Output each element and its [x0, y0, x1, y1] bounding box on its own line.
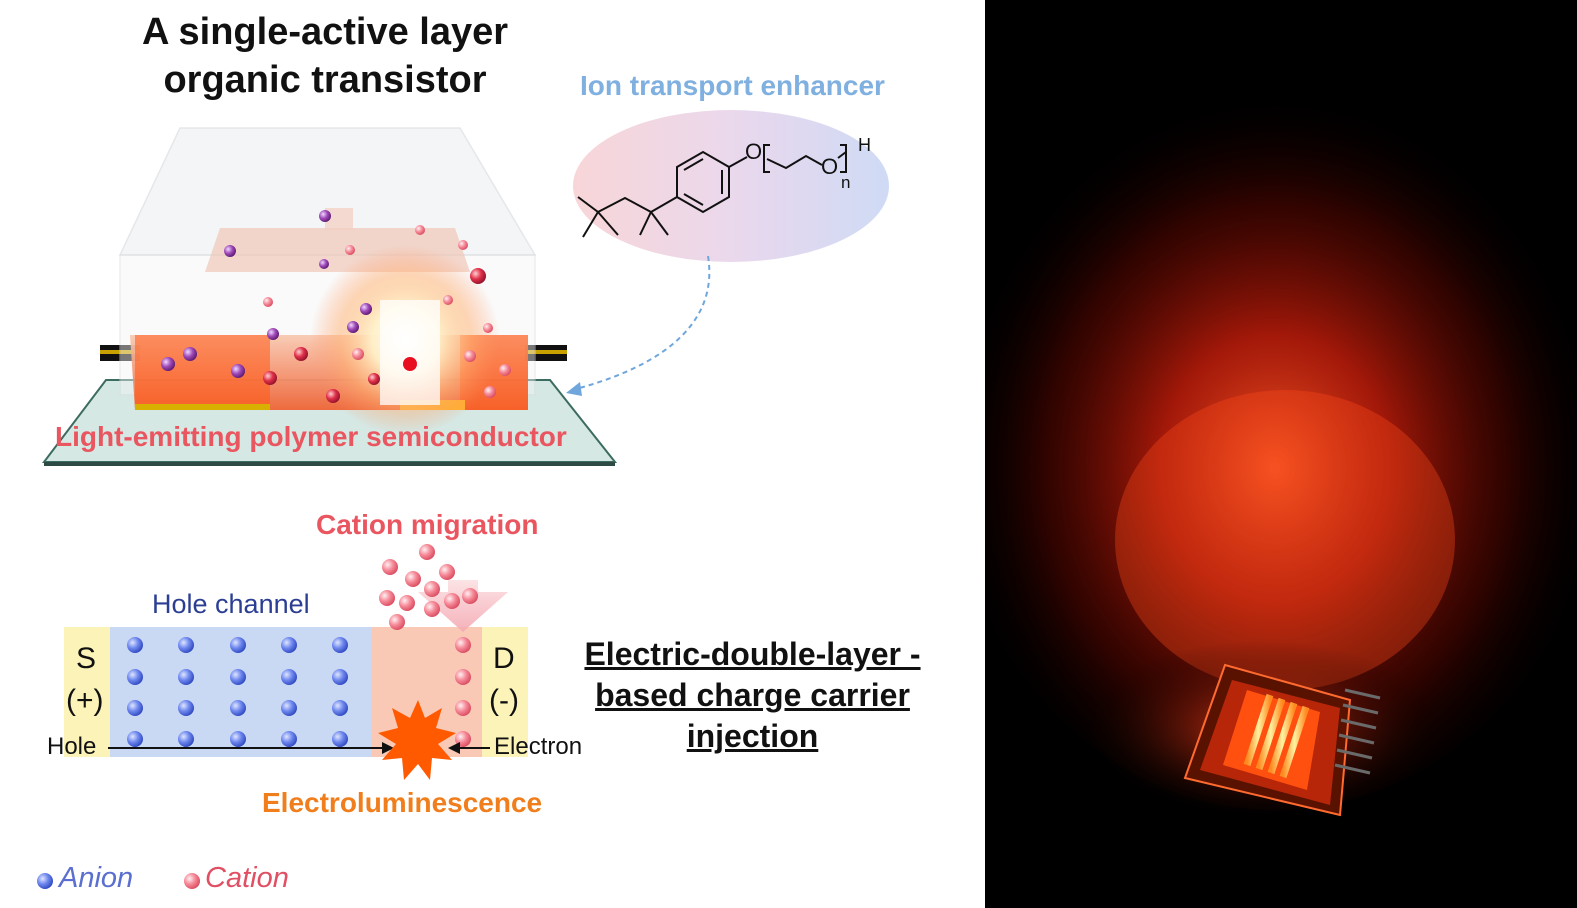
- schematic-panel: A single-active layer organic transistor…: [37, 11, 921, 894]
- ion-enhancer-label: Ion transport enhancer: [580, 70, 885, 101]
- oxygen-atom-1: O: [745, 139, 763, 164]
- legend-cation-label: Cation: [205, 862, 289, 894]
- source-letter: S: [76, 642, 97, 675]
- source-polarity: (+): [66, 684, 104, 717]
- drain-electrode: [482, 627, 528, 757]
- electroluminescence-label: Electroluminescence: [262, 787, 543, 818]
- figure-title: A single-active layer organic transistor: [141, 11, 509, 101]
- drain-letter: D: [493, 642, 515, 675]
- hydrogen-atom: H: [858, 135, 871, 155]
- schematic-graphics: [37, 110, 889, 889]
- source-electrode: [64, 627, 110, 757]
- legend-anion-label: Anion: [59, 862, 134, 894]
- electron-label: Electron: [494, 733, 583, 760]
- emission-beam: [985, 50, 1577, 810]
- migrating-cations: [379, 544, 478, 630]
- legend-anion-dot: [37, 873, 53, 889]
- molecule-bubble: [573, 110, 889, 262]
- drain-polarity: (-): [489, 684, 519, 717]
- enhancer-arrow: [571, 255, 711, 391]
- cation-migration-label: Cation migration: [316, 509, 539, 540]
- electroluminescence-burst: [378, 700, 456, 780]
- device-illustration: [41, 127, 618, 466]
- polymer-semiconductor-label: Light-emitting polymer semiconductor: [55, 421, 567, 452]
- legend-cation-dot: [184, 873, 200, 889]
- cation-migration-arrow: [418, 580, 508, 632]
- ion-enhancer-molecule: [566, 110, 889, 396]
- mechanism-diagram: [37, 544, 528, 889]
- oxygen-atom-2: O: [821, 154, 839, 179]
- hole-label: Hole: [47, 733, 97, 760]
- device-photo-graphics: [985, 0, 1577, 908]
- device-photo: [985, 0, 1577, 908]
- oled-device: [1183, 663, 1381, 817]
- edl-injection-heading: Electric-double-layer -based charge carr…: [584, 636, 921, 754]
- repeat-subscript: n: [841, 173, 851, 192]
- anion-grid: [127, 637, 348, 747]
- hole-channel-label: Hole channel: [152, 589, 310, 619]
